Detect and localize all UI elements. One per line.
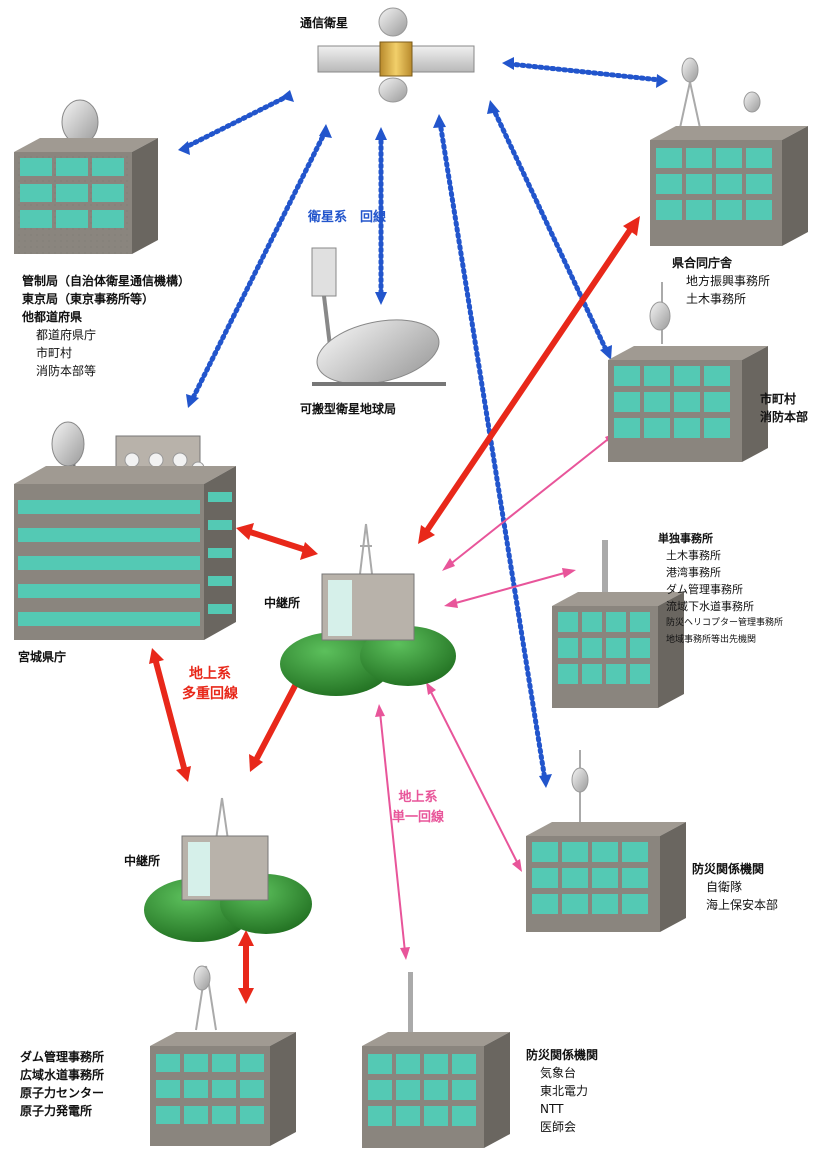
label-disaster-agencies-2-sub: 東北電力 (540, 1084, 589, 1098)
label-ground-single-line: 地上系 (398, 790, 438, 805)
label-single-offices-sub: 流域下水道事務所 (666, 600, 754, 613)
building-joint-office (650, 57, 808, 246)
label-disaster-agencies-2-sub: 医師会 (540, 1120, 577, 1134)
label-central-sub: 消防本部等 (36, 364, 97, 378)
label-single-offices-sub: 地域事務所等出先機関 (666, 635, 757, 645)
label-central-line: 東京局（東京事務所等） (22, 292, 155, 306)
building-disaster-agencies-2 (362, 972, 510, 1148)
satellite-link-arrowheads (178, 57, 668, 788)
label-prefecture: 宮城県庁 (18, 648, 66, 666)
label-ground-multi-line: 地上系 (189, 666, 231, 682)
relay-station-main (280, 523, 456, 696)
label-disaster-agencies-1: 防災関係機関 自衛隊 海上保安本部 (692, 860, 778, 914)
label-single-offices-sub: 防災ヘリコプター管理事務所 (666, 618, 784, 628)
building-central (14, 99, 158, 254)
label-dam-offices-line: 広域水道事務所 (20, 1068, 105, 1082)
ground-multi-links (153, 227, 633, 995)
ground-single-links (379, 435, 613, 953)
antenna-tower-icon (679, 57, 761, 129)
building-single-offices (552, 540, 684, 708)
label-disaster-agencies-2: 防災関係機関 気象台 東北電力 NTT 医師会 (526, 1046, 598, 1136)
label-single-offices-sub: ダム管理事務所 (666, 583, 743, 596)
label-relay-sub: 中継所 (124, 852, 160, 870)
label-central-sub: 都道府県庁 (36, 328, 97, 342)
label-disaster-agencies-2-title: 防災関係機関 (526, 1048, 599, 1062)
label-central-sub: 市町村 (36, 346, 73, 360)
label-municipal: 市町村 消防本部 (760, 390, 808, 426)
label-relay-sub-title: 中継所 (124, 854, 161, 868)
satellite-dish-icon (571, 750, 589, 822)
label-central-line: 他都道府県 (22, 310, 83, 324)
label-ground-single-line: 単一回線 (392, 810, 445, 825)
label-dam-offices-line: ダム管理事務所 (20, 1050, 105, 1064)
label-ground-multi: 地上系 多重回線 (182, 664, 238, 704)
label-satellite-title: 通信衛星 (300, 16, 349, 30)
label-joint-office-title: 県合同庁舎 (672, 256, 733, 270)
label-single-offices-sub: 土木事務所 (666, 549, 721, 562)
building-prefecture (14, 421, 236, 640)
label-joint-office-sub: 土木事務所 (686, 292, 747, 306)
satellite-dish-icon (649, 282, 671, 344)
antenna-tower-icon (602, 540, 608, 606)
label-portable: 可搬型衛星地球局 (300, 400, 396, 418)
label-portable-title: 可搬型衛星地球局 (300, 402, 397, 416)
label-satellite-lines-text: 衛星系 回線 (308, 210, 387, 225)
label-disaster-agencies-2-sub: NTT (540, 1102, 564, 1116)
label-disaster-agencies-1-sub: 海上保安本部 (706, 898, 779, 912)
building-dam-offices (150, 965, 296, 1146)
label-ground-single: 地上系 単一回線 (392, 788, 444, 828)
label-joint-office: 県合同庁舎 地方振興事務所 土木事務所 (672, 254, 770, 308)
label-prefecture-title: 宮城県庁 (18, 650, 67, 664)
label-dam-offices: ダム管理事務所 広域水道事務所 原子力センター 原子力発電所 (20, 1048, 104, 1120)
label-disaster-agencies-1-title: 防災関係機関 (692, 862, 765, 876)
satellite-icon (317, 7, 475, 103)
relay-station-sub (144, 797, 312, 942)
portable-station-icon (311, 247, 446, 386)
antenna-tower-icon (408, 972, 413, 1032)
label-satellite-lines: 衛星系 回線 (308, 208, 386, 228)
label-relay-main-title: 中継所 (264, 596, 301, 610)
label-disaster-agencies-2-sub: 気象台 (540, 1066, 577, 1080)
antenna-tower-icon (193, 965, 217, 1031)
label-municipal-line: 消防本部 (760, 410, 809, 424)
building-municipal (608, 282, 768, 462)
label-ground-multi-line: 多重回線 (182, 686, 238, 702)
antenna-tower-icon (359, 523, 373, 575)
label-single-offices-title: 単独事務所 (658, 532, 713, 545)
label-satellite: 通信衛星 (300, 14, 348, 32)
label-central-line: 管制局（自治体衛星通信機構） (22, 274, 191, 288)
label-disaster-agencies-1-sub: 自衛隊 (706, 880, 743, 894)
label-single-offices-sub: 港湾事務所 (666, 566, 721, 579)
label-joint-office-sub: 地方振興事務所 (686, 274, 771, 288)
label-municipal-line: 市町村 (760, 392, 797, 406)
label-dam-offices-line: 原子力発電所 (20, 1104, 93, 1118)
label-single-offices: 単独事務所 土木事務所 港湾事務所 ダム管理事務所 流域下水道事務所 防災ヘリコ… (658, 530, 783, 649)
satellite-dish-icon (61, 99, 99, 145)
antenna-tower-icon (215, 797, 229, 841)
label-dam-offices-line: 原子力センター (20, 1086, 105, 1100)
building-disaster-agencies-1 (526, 750, 686, 932)
satellite-links (181, 61, 663, 783)
label-central: 管制局（自治体衛星通信機構） 東京局（東京事務所等） 他都道府県 都道府県庁 市… (22, 272, 190, 380)
label-relay-main: 中継所 (264, 594, 300, 612)
